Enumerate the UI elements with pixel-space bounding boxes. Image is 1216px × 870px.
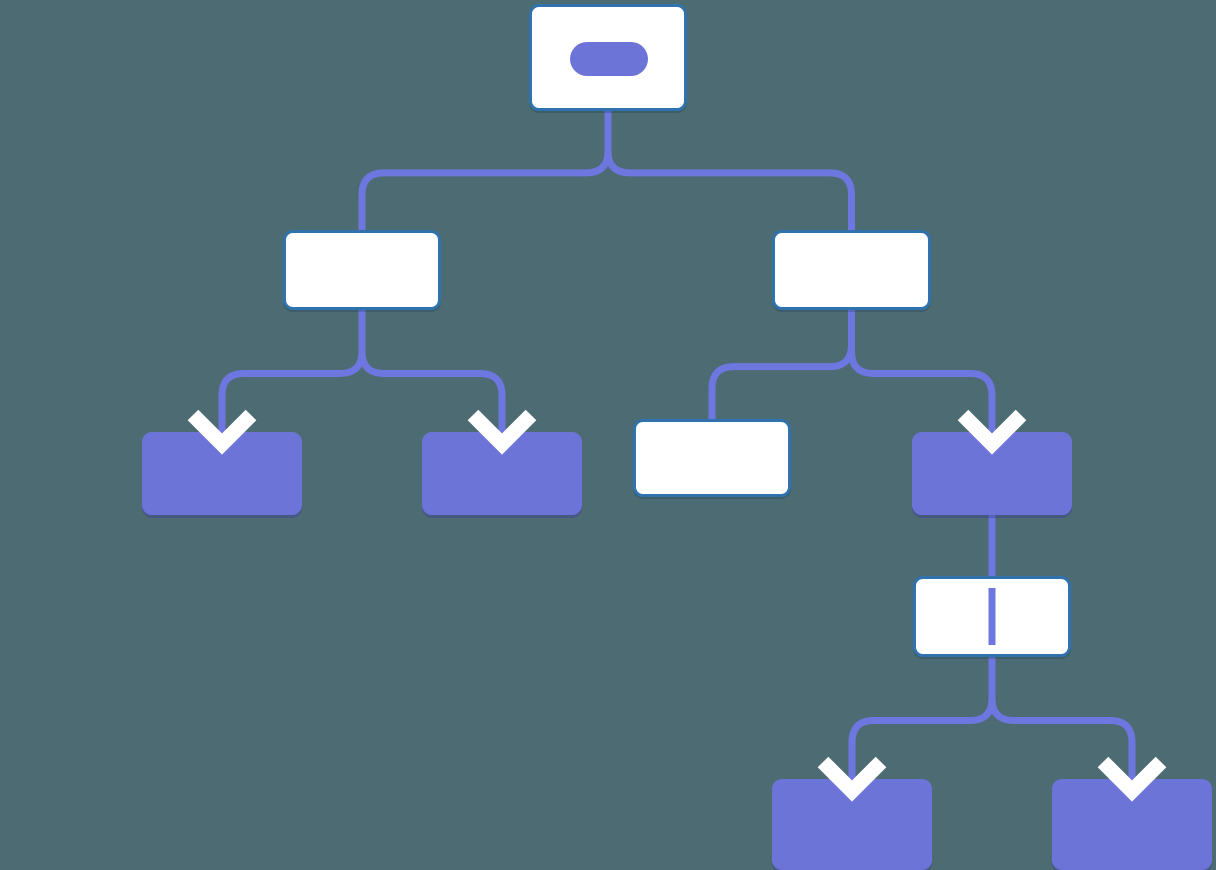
node-leaf-f[interactable] (1052, 779, 1212, 870)
connector-sub-to-leaf-f (988, 657, 1136, 779)
node-leaf-d[interactable] (912, 432, 1072, 515)
connector-root-to-right (604, 111, 855, 230)
node-leaf-c[interactable] (633, 419, 791, 497)
connector-left-to-leaf-b (358, 310, 506, 432)
node-leaf-e[interactable] (772, 779, 932, 870)
connector-sub-to-leaf-e (848, 657, 996, 779)
node-leaf-b[interactable] (422, 432, 582, 515)
node-sub-branch[interactable] (913, 576, 1071, 657)
node-leaf-a[interactable] (142, 432, 302, 515)
node-left-branch[interactable] (283, 230, 441, 310)
node-content-pill (570, 42, 648, 76)
connector-left-to-leaf-a (218, 310, 366, 432)
node-right-branch[interactable] (772, 230, 931, 310)
connector-root-to-left (358, 111, 612, 230)
node-root[interactable] (529, 4, 687, 111)
connector-right-to-leaf-d (848, 310, 996, 432)
connector-right-to-leaf-c (708, 310, 855, 419)
